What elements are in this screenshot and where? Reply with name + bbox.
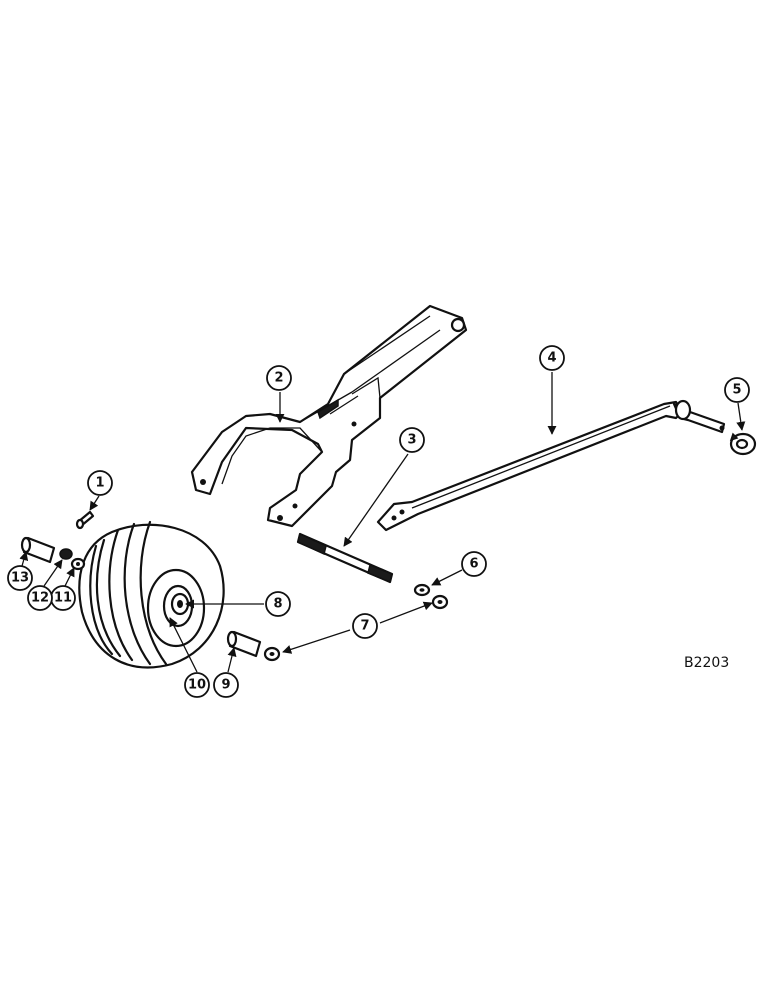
callout-5: 5 xyxy=(724,377,750,403)
callout-6: 6 xyxy=(461,551,487,577)
callout-12: 12 xyxy=(27,585,53,611)
callout-11: 11 xyxy=(50,585,76,611)
spacer-tube xyxy=(226,630,262,658)
bearing-washer xyxy=(70,557,86,571)
caster-stud xyxy=(296,532,394,584)
callout-8: 8 xyxy=(265,591,291,617)
callout-9: 9 xyxy=(213,672,239,698)
lift-rod xyxy=(376,399,726,532)
svg-text:11: 11 xyxy=(54,591,72,606)
svg-text:8: 8 xyxy=(273,597,282,612)
collar xyxy=(729,432,757,456)
drawing-code: B2203 xyxy=(684,655,729,671)
bolt xyxy=(75,510,95,530)
callout-2: 2 xyxy=(266,365,292,391)
svg-text:7: 7 xyxy=(360,619,369,634)
callout-7: 7 xyxy=(352,613,378,639)
callout-10: 10 xyxy=(184,672,210,698)
wheel-assembly xyxy=(78,520,225,669)
caster-fork-arm xyxy=(190,304,468,528)
nut-right xyxy=(431,594,449,610)
svg-text:1: 1 xyxy=(95,476,104,491)
svg-text:10: 10 xyxy=(188,678,206,693)
callout-1: 1 xyxy=(87,470,113,496)
svg-text:13: 13 xyxy=(11,571,29,586)
leader-lines xyxy=(19,372,746,673)
svg-text:2: 2 xyxy=(274,371,283,386)
nut-left xyxy=(263,646,281,662)
callout-4: 4 xyxy=(539,345,565,371)
callout-3: 3 xyxy=(399,427,425,453)
washer xyxy=(413,583,431,597)
callout-13: 13 xyxy=(7,565,33,591)
svg-text:9: 9 xyxy=(221,678,230,693)
lube-fitting xyxy=(59,548,73,560)
svg-text:3: 3 xyxy=(407,433,416,448)
bushing xyxy=(20,536,56,564)
svg-text:12: 12 xyxy=(31,591,49,606)
svg-text:6: 6 xyxy=(469,557,478,572)
svg-text:4: 4 xyxy=(547,351,556,366)
svg-text:5: 5 xyxy=(732,383,741,398)
